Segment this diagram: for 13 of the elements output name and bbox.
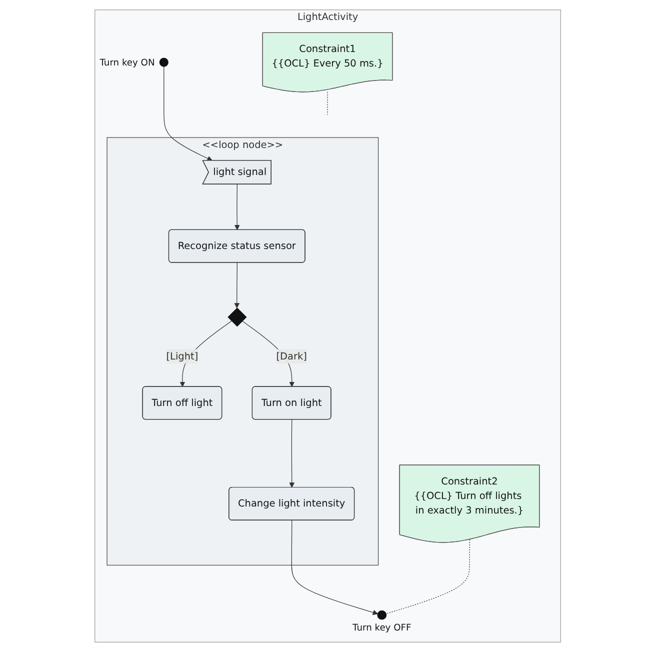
node-diamond <box>228 308 247 327</box>
arrow <box>289 419 295 488</box>
arrow <box>164 66 213 161</box>
node-caption: Turn key ON <box>100 58 155 68</box>
arrow <box>234 184 240 230</box>
edge-label: [Dark] <box>276 350 308 362</box>
arrow <box>292 520 378 616</box>
edge-label: [Light] <box>166 350 198 362</box>
arrow <box>234 262 240 308</box>
connector <box>327 92 328 116</box>
connector <box>386 539 470 614</box>
node-caption: Turn key OFF <box>352 623 412 634</box>
node-circle <box>160 58 169 67</box>
